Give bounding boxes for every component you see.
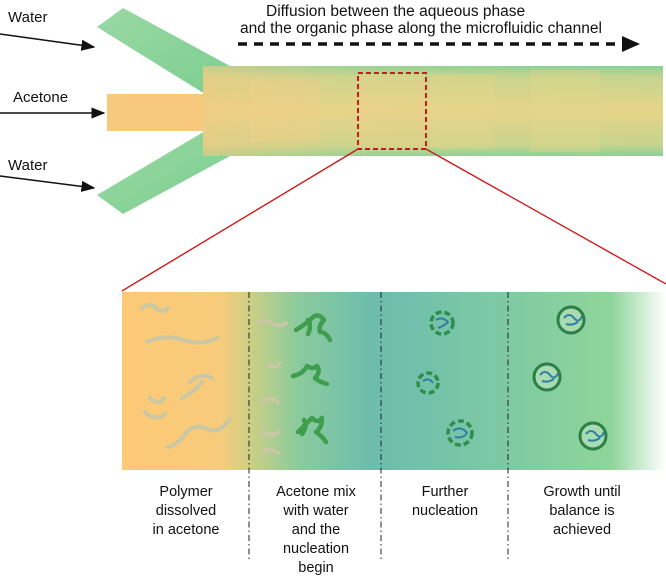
water-bottom-arrow: [0, 175, 96, 192]
water-top-label: Water: [8, 9, 48, 26]
stage-caption-1: Polymer dissolved in acetone: [126, 483, 246, 540]
zoom-line-right: [425, 148, 666, 285]
diffusion-arrow-head: [622, 36, 640, 52]
water-top-arrow: [0, 33, 96, 51]
diffusion-title-line1: Diffusion between the aqueous phase: [266, 3, 526, 20]
zoom-line-left: [121, 148, 359, 292]
stage-3-line: nucleation: [411, 503, 479, 519]
stage-caption-2: Acetone mix with water and the nucleatio…: [252, 483, 380, 578]
stage-1-line: dissolved: [155, 503, 217, 519]
early-nuclei: [290, 313, 333, 445]
stage-dividers: [248, 292, 509, 562]
stage-4-line: Growth until: [543, 484, 621, 500]
stage-4-line: achieved: [552, 522, 612, 538]
stage-1-line: Polymer: [159, 484, 213, 500]
stage-caption-3: Further nucleation: [384, 483, 506, 521]
stage-2-line: begin: [298, 560, 334, 576]
acetone-inlet: [107, 94, 207, 131]
channel-mixing-gradient: [203, 66, 663, 156]
stage-2-line: nucleation: [282, 541, 350, 557]
water-inlet-top-arm: [97, 8, 230, 94]
stage-2-line: with water: [283, 503, 349, 519]
stage-2-line: Acetone mix: [276, 484, 356, 500]
growing-particles: [416, 310, 474, 447]
stage-4-line: balance is: [549, 503, 615, 519]
stage-2-line: and the: [291, 522, 341, 538]
acetone-label: Acetone: [13, 89, 69, 106]
zoom-box: [357, 72, 427, 150]
stage-caption-4: Growth until balance is achieved: [512, 483, 652, 540]
diffusion-title-line2: and the organic phase along the microflu…: [240, 20, 602, 37]
grown-particles: [532, 305, 608, 451]
stage-1-line: in acetone: [152, 522, 220, 538]
channel-segment-bands: [250, 70, 600, 152]
stage-3-line: Further: [421, 484, 469, 500]
water-inlet-bottom-arm: [97, 131, 230, 214]
water-bottom-label: Water: [8, 157, 48, 174]
growing-particle-cores: [422, 317, 469, 439]
polymer-chains: [140, 303, 288, 455]
